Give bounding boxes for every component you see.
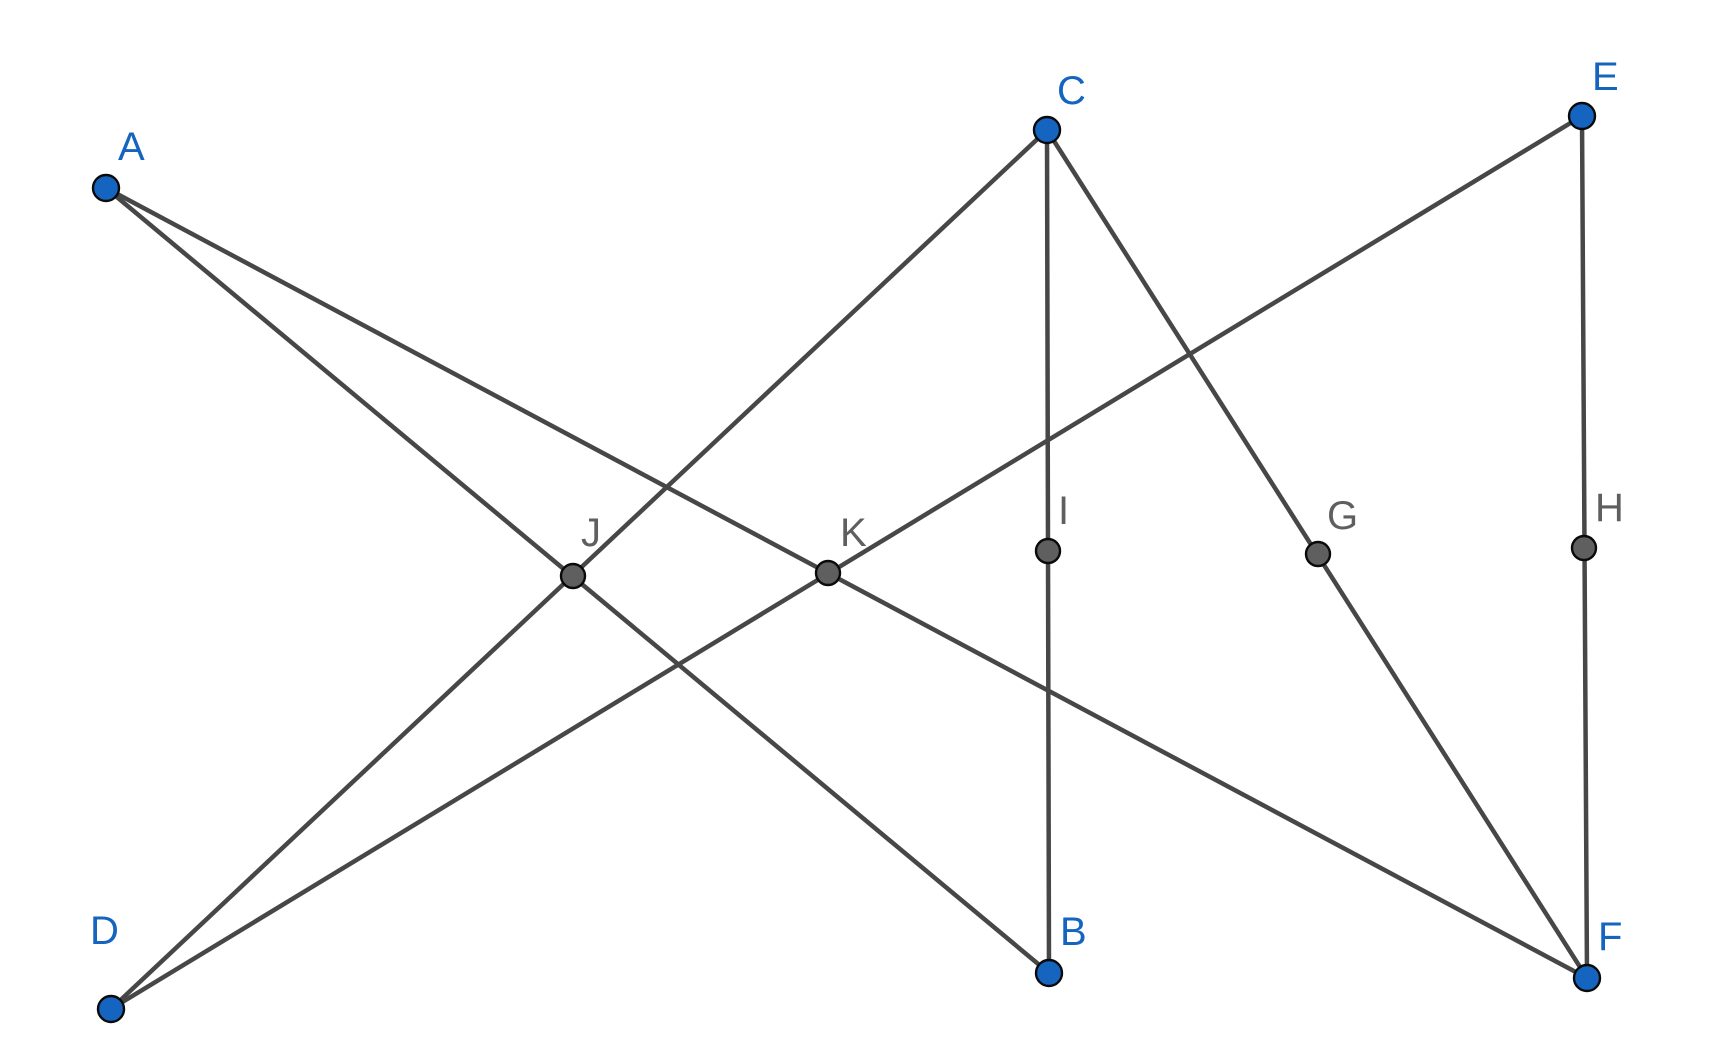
segments-layer [103, 113, 1590, 1012]
point-h[interactable] [1570, 534, 1598, 562]
point-k[interactable] [814, 559, 842, 587]
points-layer [91, 101, 1602, 1024]
segment-af [103, 185, 1590, 981]
segment-ed [108, 113, 1585, 1012]
point-label-b: B [1060, 910, 1087, 954]
point-label-f: F [1598, 915, 1622, 959]
point-d[interactable] [96, 994, 126, 1024]
point-i[interactable] [1034, 537, 1062, 565]
point-label-i: I [1058, 489, 1069, 533]
point-label-c: C [1057, 69, 1086, 113]
labels-layer: A B C D E F G H I J K [90, 55, 1624, 959]
point-b[interactable] [1034, 958, 1064, 988]
point-f[interactable] [1572, 963, 1602, 993]
point-g[interactable] [1304, 540, 1332, 568]
point-label-j: J [581, 511, 601, 555]
point-label-d: D [90, 909, 119, 953]
point-label-k: K [840, 511, 867, 555]
point-label-g: G [1327, 494, 1358, 538]
point-j[interactable] [559, 562, 587, 590]
point-label-h: H [1595, 486, 1624, 530]
point-c[interactable] [1032, 115, 1062, 145]
point-a[interactable] [91, 173, 121, 203]
point-e[interactable] [1567, 101, 1597, 131]
point-label-e: E [1592, 55, 1619, 99]
point-label-a: A [118, 125, 145, 169]
